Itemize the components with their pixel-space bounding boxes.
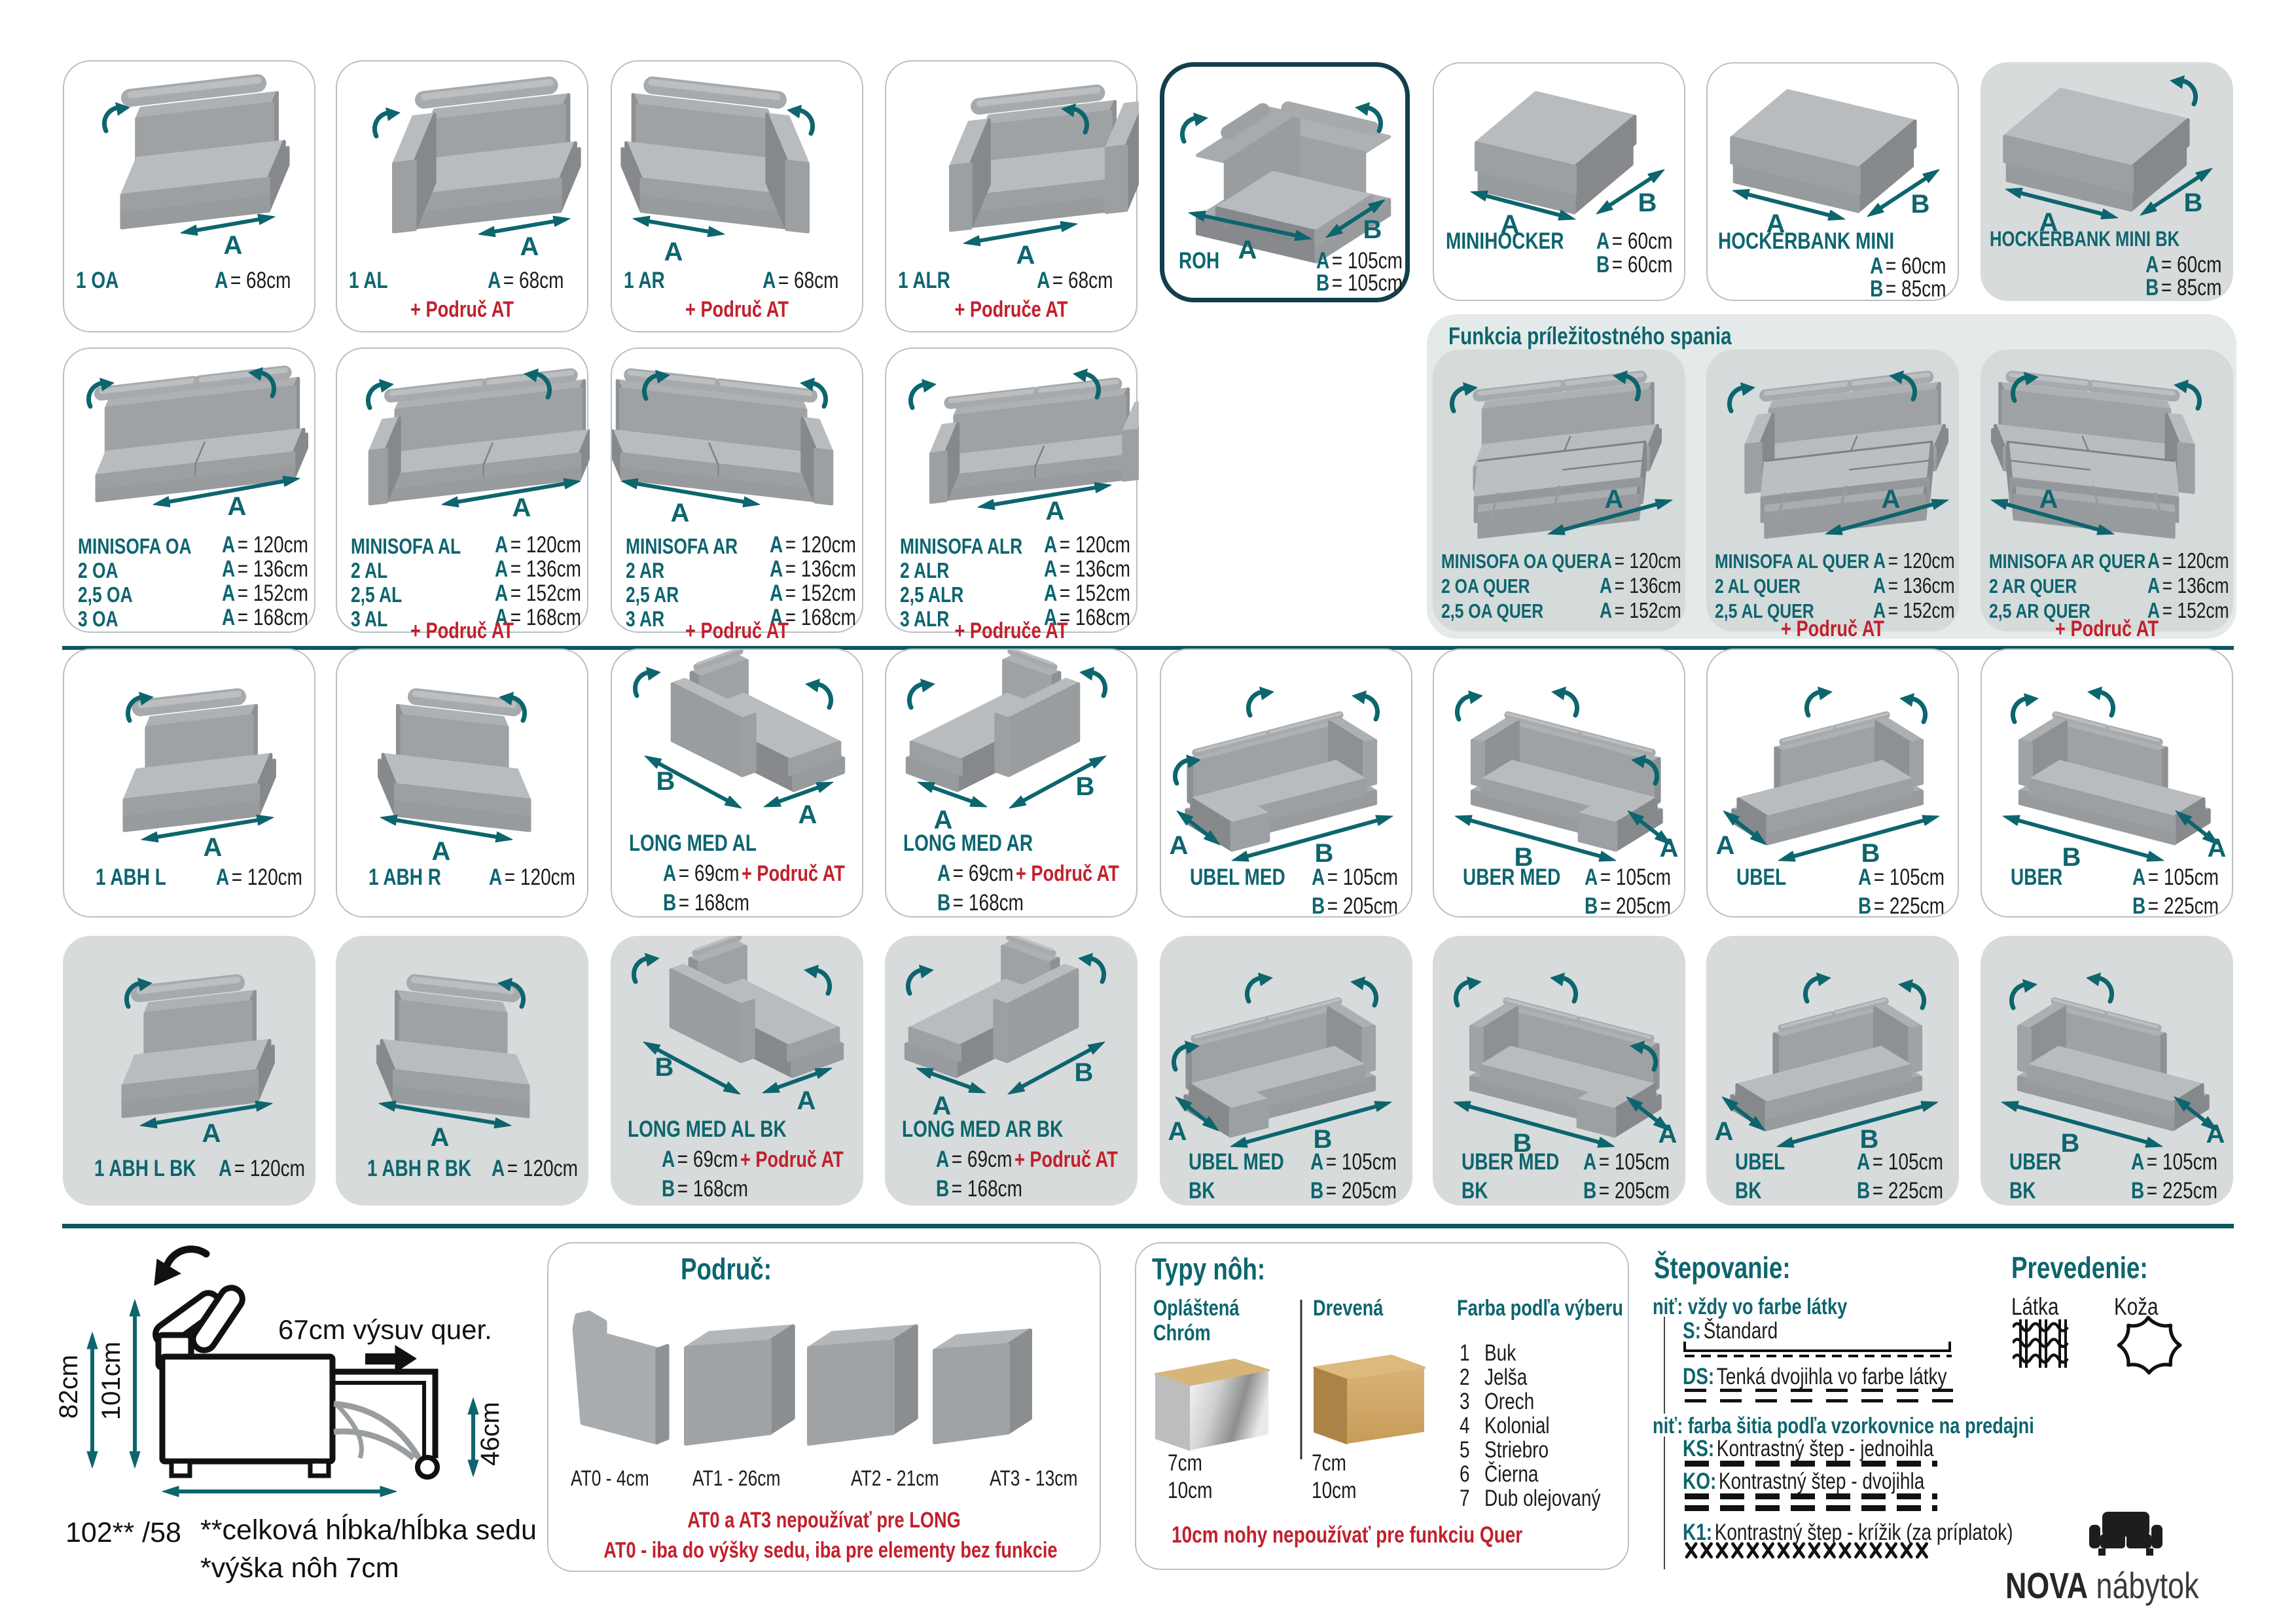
svg-text:A: A [933,1092,952,1120]
svg-text:A: A [431,1123,450,1152]
svg-text:A: A [1501,210,1520,239]
svg-text:A: A [1046,497,1065,526]
svg-text:A: A [1016,241,1035,270]
svg-text:B: B [1315,839,1334,868]
svg-text:A: A [2039,485,2058,514]
svg-text:A: A [1170,831,1189,860]
svg-text:A: A [798,800,817,829]
svg-text:A: A [1715,1117,1734,1146]
svg-text:**celková hĺbka/hĺbka sedu: **celková hĺbka/hĺbka sedu [200,1514,537,1546]
svg-text:B: B [1861,839,1880,868]
svg-text:A: A [512,493,531,522]
svg-text:B: B [1515,843,1534,872]
svg-text:A: A [1882,485,1901,514]
svg-text:67cm výsuv quer.: 67cm výsuv quer. [278,1314,492,1345]
svg-text:A: A [2039,208,2058,237]
svg-text:A: A [1767,209,1785,238]
svg-text:A: A [2206,1120,2225,1149]
svg-text:A: A [202,1119,221,1148]
svg-text:82cm: 82cm [59,1355,83,1419]
svg-text:B: B [656,767,675,796]
svg-text:A: A [1659,1120,1677,1149]
svg-text:B: B [1363,215,1382,244]
svg-text:A: A [432,837,451,866]
svg-text:A: A [520,232,539,261]
svg-text:A: A [671,499,690,527]
svg-text:A: A [2208,834,2227,863]
svg-text:A: A [1605,485,1624,514]
svg-text:A: A [224,231,243,260]
svg-text:A: A [1716,831,1735,860]
svg-text:A: A [1238,236,1257,264]
svg-text:B: B [1076,772,1095,801]
svg-text:B: B [1075,1058,1094,1087]
svg-text:A: A [797,1086,816,1115]
svg-text:B: B [2062,843,2081,872]
svg-text:B: B [1638,188,1657,217]
svg-text:*výška nôh 7cm: *výška nôh 7cm [200,1552,399,1584]
svg-text:A: A [934,806,953,834]
svg-text:A: A [1168,1117,1187,1146]
svg-text:B: B [1860,1125,1879,1154]
svg-text:A: A [1660,834,1679,863]
svg-text:102** /58: 102** /58 [65,1517,181,1548]
svg-text:46cm: 46cm [476,1402,505,1466]
svg-text:A: A [664,238,683,266]
svg-text:B: B [2184,188,2203,217]
svg-text:B: B [1513,1129,1532,1158]
svg-text:A: A [228,492,247,521]
svg-text:B: B [1911,190,1930,219]
svg-text:B: B [1314,1125,1333,1154]
svg-text:A: A [204,833,223,862]
svg-text:B: B [655,1053,674,1082]
svg-text:101cm: 101cm [97,1342,126,1420]
svg-text:B: B [2061,1129,2080,1158]
